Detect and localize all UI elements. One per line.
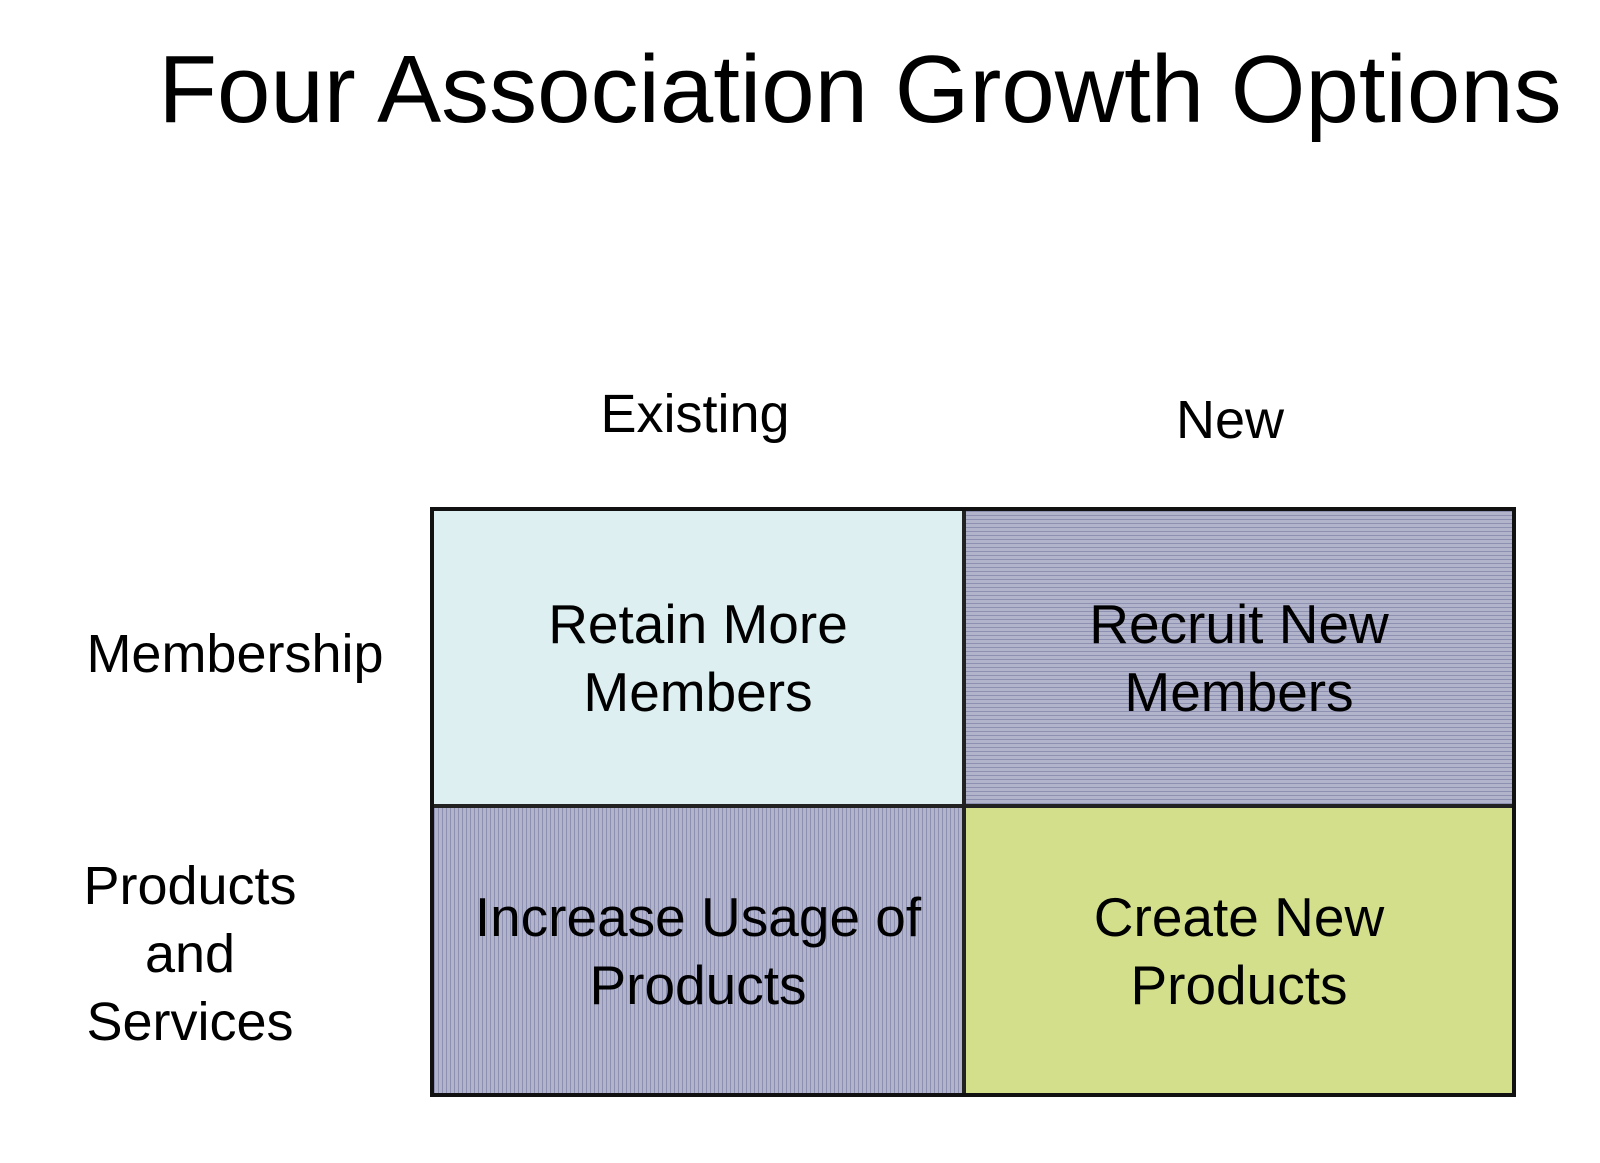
cell-label-line: Retain More: [548, 592, 848, 655]
cell-label-line: Products: [1130, 953, 1348, 1016]
cell-label-line: Members: [1124, 660, 1354, 723]
row-header-products-and-services: Products and Services: [0, 852, 380, 1056]
cell-label-line: Recruit New: [1089, 592, 1389, 655]
row-header-line: Products: [83, 856, 297, 916]
cell-create-new-products: Create New Products: [964, 806, 1512, 1093]
page-title: Four Association Growth Options: [158, 36, 1562, 143]
cell-label-line: Members: [583, 660, 813, 723]
row-header-line: and: [144, 924, 236, 984]
cell-increase-usage-of-products: Increase Usage of Products: [434, 806, 964, 1093]
column-header-existing: Existing: [600, 384, 790, 444]
cell-label: Retain More Members: [548, 590, 848, 726]
cell-label: Create New Products: [1094, 883, 1384, 1019]
cell-recruit-new-members: Recruit New Members: [964, 511, 1512, 806]
cell-label-line: Create New: [1093, 885, 1385, 948]
cell-label-line: Increase Usage of: [474, 885, 922, 948]
growth-matrix: Retain More Members Recruit New Members …: [430, 507, 1516, 1097]
cell-label-line: Products: [589, 953, 807, 1016]
row-header-membership: Membership: [86, 624, 384, 684]
cell-retain-more-members: Retain More Members: [434, 511, 964, 806]
cell-label: Recruit New Members: [1089, 590, 1389, 726]
row-header-line: Services: [86, 992, 294, 1052]
cell-label: Increase Usage of Products: [475, 883, 921, 1019]
column-header-new: New: [1175, 390, 1285, 450]
